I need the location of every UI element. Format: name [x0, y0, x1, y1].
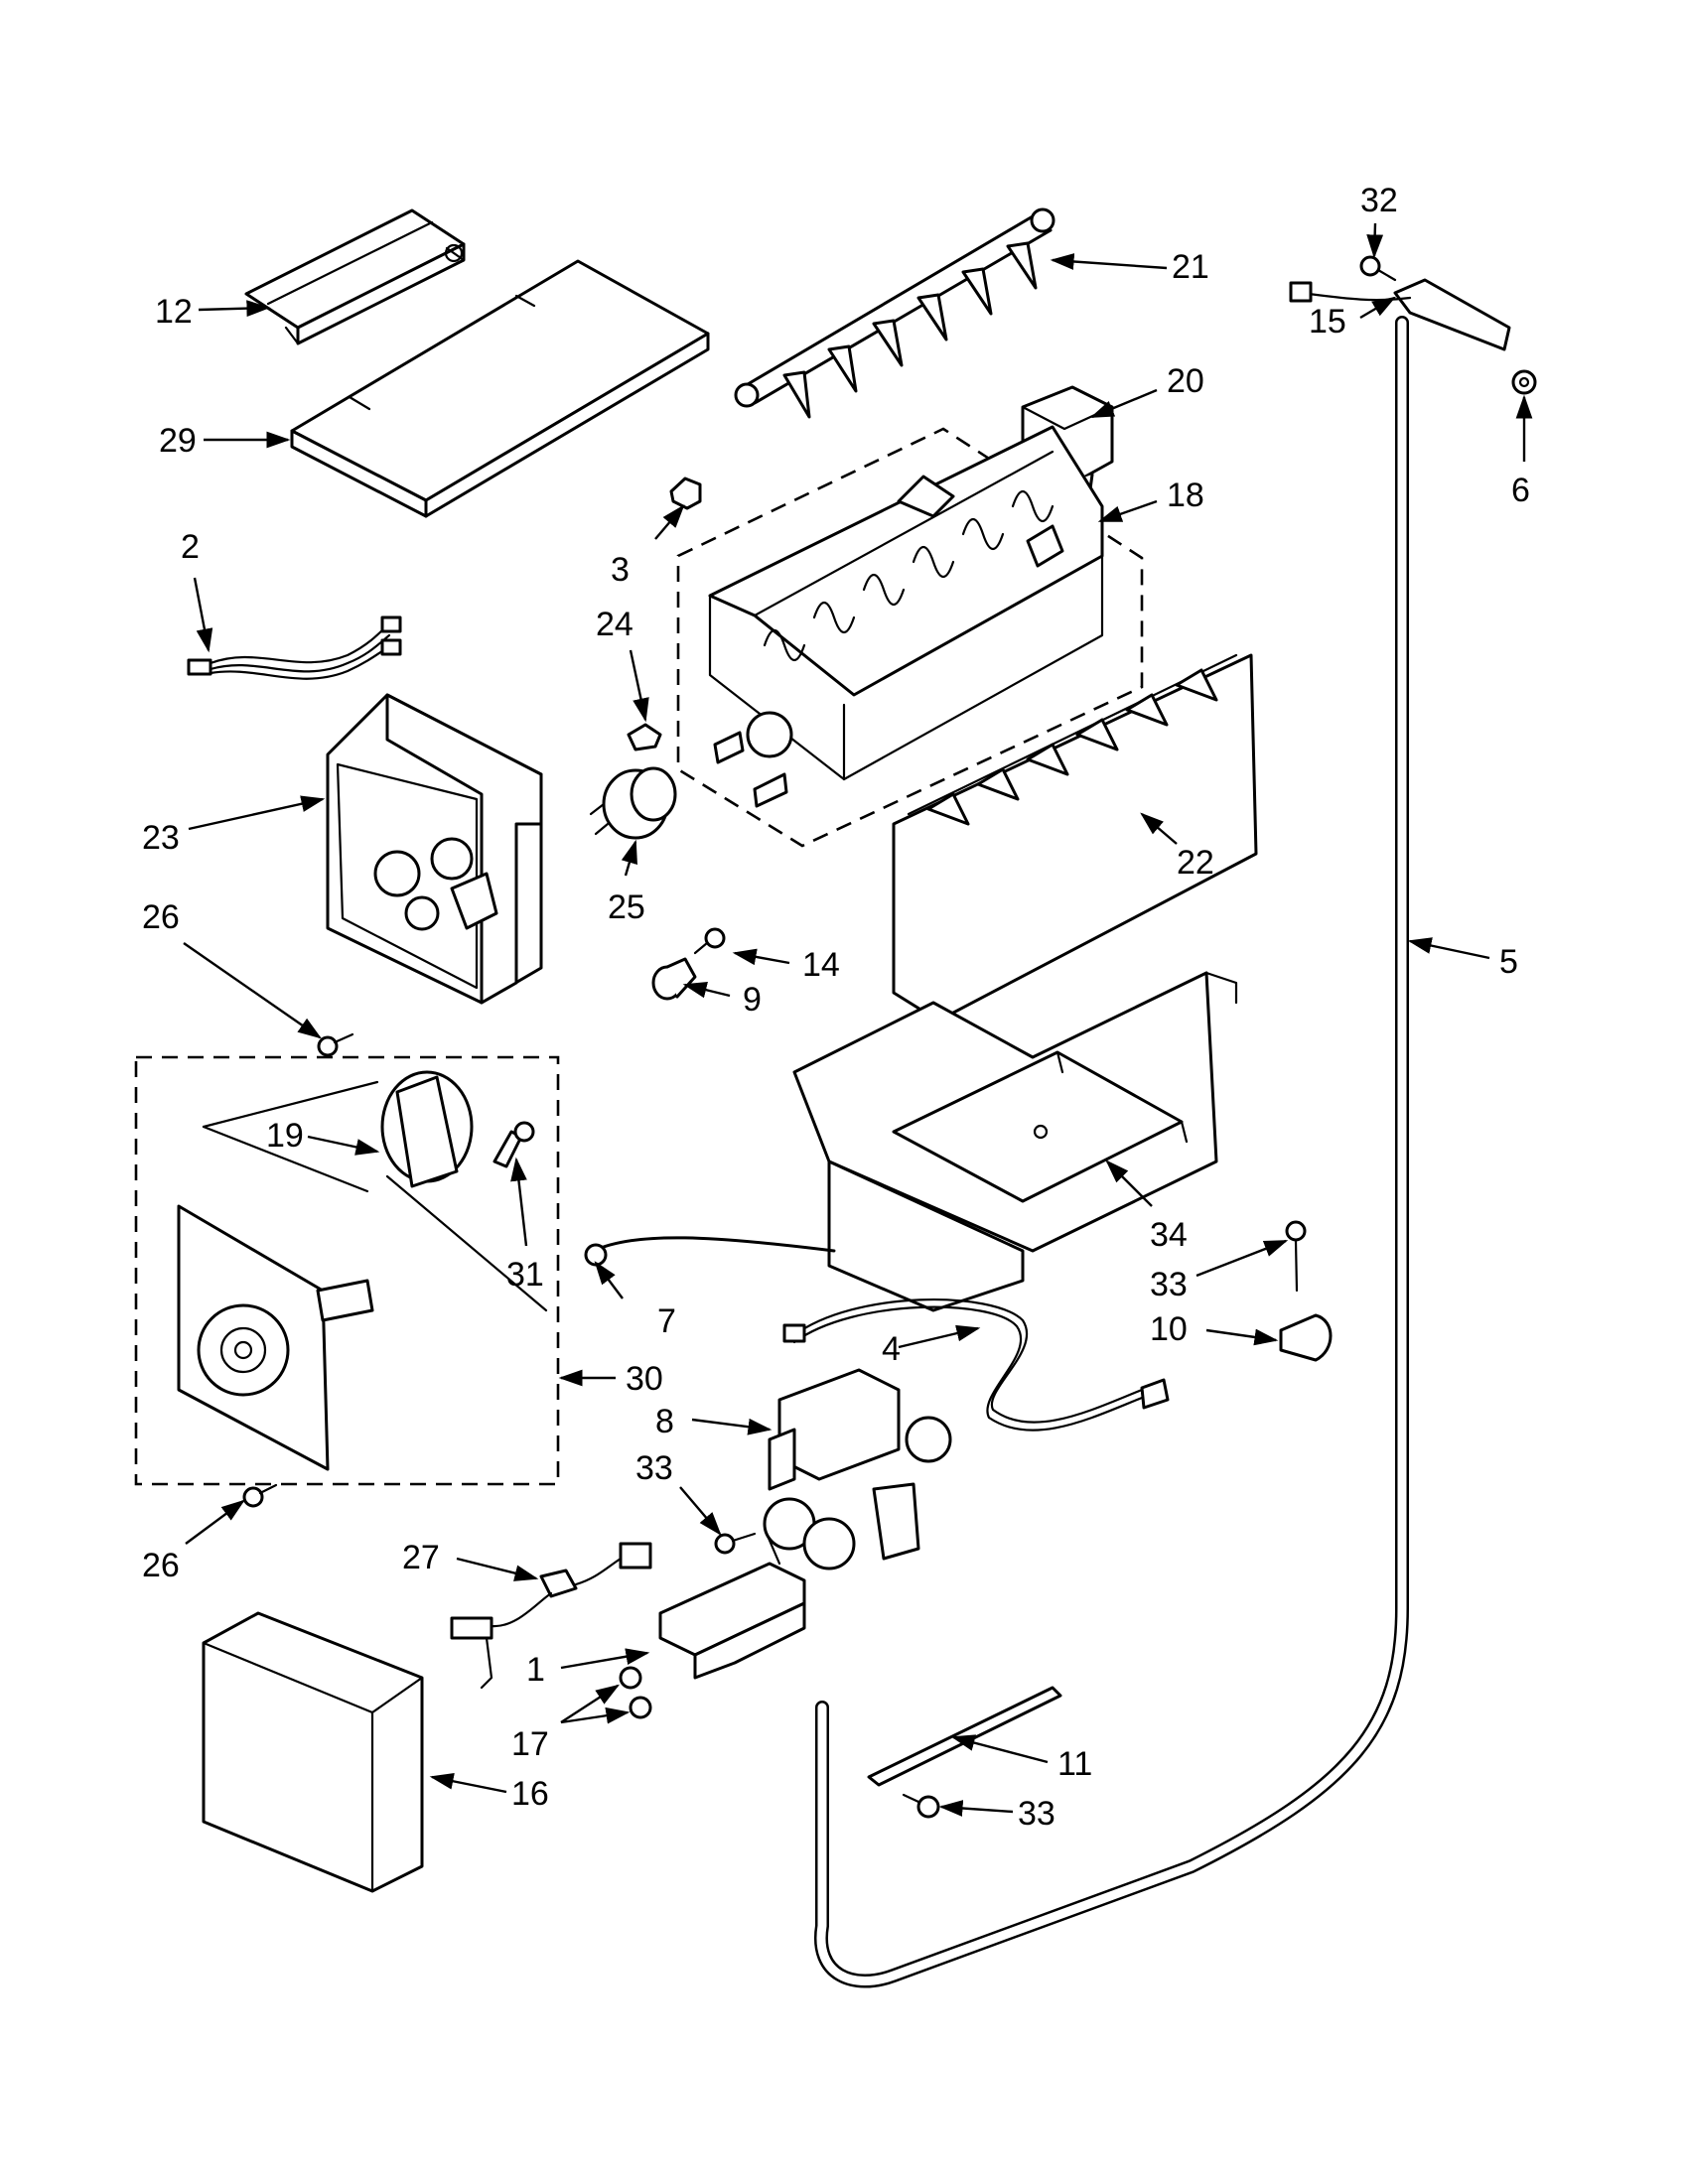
mold-dashed-box — [676, 427, 1144, 848]
part-27-harness — [450, 1542, 652, 1690]
callout-25: 25 — [608, 888, 645, 926]
part-25-cap — [589, 766, 677, 840]
callout-16: 16 — [511, 1775, 549, 1813]
callout-7: 7 — [657, 1302, 676, 1340]
callout-12: 12 — [155, 293, 193, 331]
part-22-stripper — [892, 653, 1258, 1023]
callout-27: 27 — [402, 1539, 440, 1576]
part-15-heater — [1289, 278, 1511, 351]
callout-9: 9 — [743, 981, 762, 1019]
leader-lines — [183, 222, 1533, 1817]
part-33-screw-valve — [714, 1532, 757, 1555]
part-17-screws — [619, 1666, 652, 1719]
callout-23: 23 — [142, 819, 180, 857]
part-19-motor — [202, 1070, 548, 1312]
part-29-cover — [290, 259, 710, 518]
part-14-screw — [693, 927, 726, 955]
part-26-screw-upper — [317, 1032, 354, 1057]
callout-8: 8 — [655, 1403, 674, 1440]
part-26-screw-lower — [242, 1483, 278, 1508]
callout-labels: 12 29 2 3 24 23 25 26 14 9 21 20 18 22 5… — [142, 182, 1530, 1833]
callout-24: 24 — [596, 606, 633, 643]
part-18-ice-mold — [708, 425, 1104, 808]
callout-14: 14 — [802, 946, 840, 984]
part-5-fill-tube — [813, 316, 1409, 1988]
callout-33-bottom: 33 — [1018, 1795, 1055, 1833]
callout-21: 21 — [1172, 248, 1209, 286]
part-23-control-housing — [326, 693, 543, 1005]
part-6-grommet — [1511, 369, 1537, 395]
callout-34: 34 — [1150, 1216, 1188, 1254]
part-33-screw-bottom — [902, 1793, 940, 1819]
callout-10: 10 — [1150, 1310, 1188, 1348]
callout-31: 31 — [506, 1256, 544, 1294]
callout-5: 5 — [1499, 943, 1518, 981]
part-2-wire-harness — [187, 615, 402, 680]
callout-2: 2 — [181, 528, 200, 566]
part-30-motor-plate — [177, 1204, 374, 1471]
part-33-screw-right — [1285, 1220, 1307, 1293]
callout-33-right: 33 — [1150, 1266, 1188, 1303]
part-9-spacer — [651, 957, 697, 1001]
callout-22: 22 — [1177, 844, 1214, 882]
part-10-clamp — [1279, 1313, 1333, 1362]
part-16-cover — [202, 1611, 424, 1893]
part-24-clip — [627, 723, 662, 751]
part-34-tray-bracket — [792, 971, 1238, 1312]
part-7-tube — [584, 1236, 836, 1267]
callout-1: 1 — [526, 1651, 545, 1689]
callout-26-lower: 26 — [142, 1547, 180, 1584]
part-4-wire — [782, 1298, 1170, 1432]
part-11-strip — [867, 1686, 1062, 1787]
part-3-clip — [669, 477, 702, 510]
callout-20: 20 — [1167, 362, 1204, 400]
part-31-screw — [492, 1121, 535, 1168]
part-1-bracket — [658, 1527, 806, 1680]
callout-19: 19 — [266, 1117, 304, 1155]
callout-30: 30 — [626, 1360, 663, 1398]
part-21-ejector — [734, 207, 1055, 419]
callout-11: 11 — [1057, 1745, 1092, 1783]
callout-33-valve: 33 — [635, 1449, 673, 1487]
part-8-water-valve — [763, 1368, 952, 1570]
callout-3: 3 — [611, 551, 630, 589]
callout-32: 32 — [1360, 182, 1398, 219]
callout-15: 15 — [1309, 303, 1346, 341]
callout-6: 6 — [1511, 472, 1530, 509]
part-32-screw — [1359, 255, 1397, 282]
callout-17: 17 — [511, 1725, 549, 1763]
part-12-bracket — [244, 208, 466, 345]
motor-assembly-dashed-box — [134, 1055, 560, 1486]
callout-4: 4 — [882, 1330, 901, 1368]
callout-18: 18 — [1167, 477, 1204, 514]
callout-26-upper: 26 — [142, 898, 180, 936]
callout-29: 29 — [159, 422, 197, 460]
